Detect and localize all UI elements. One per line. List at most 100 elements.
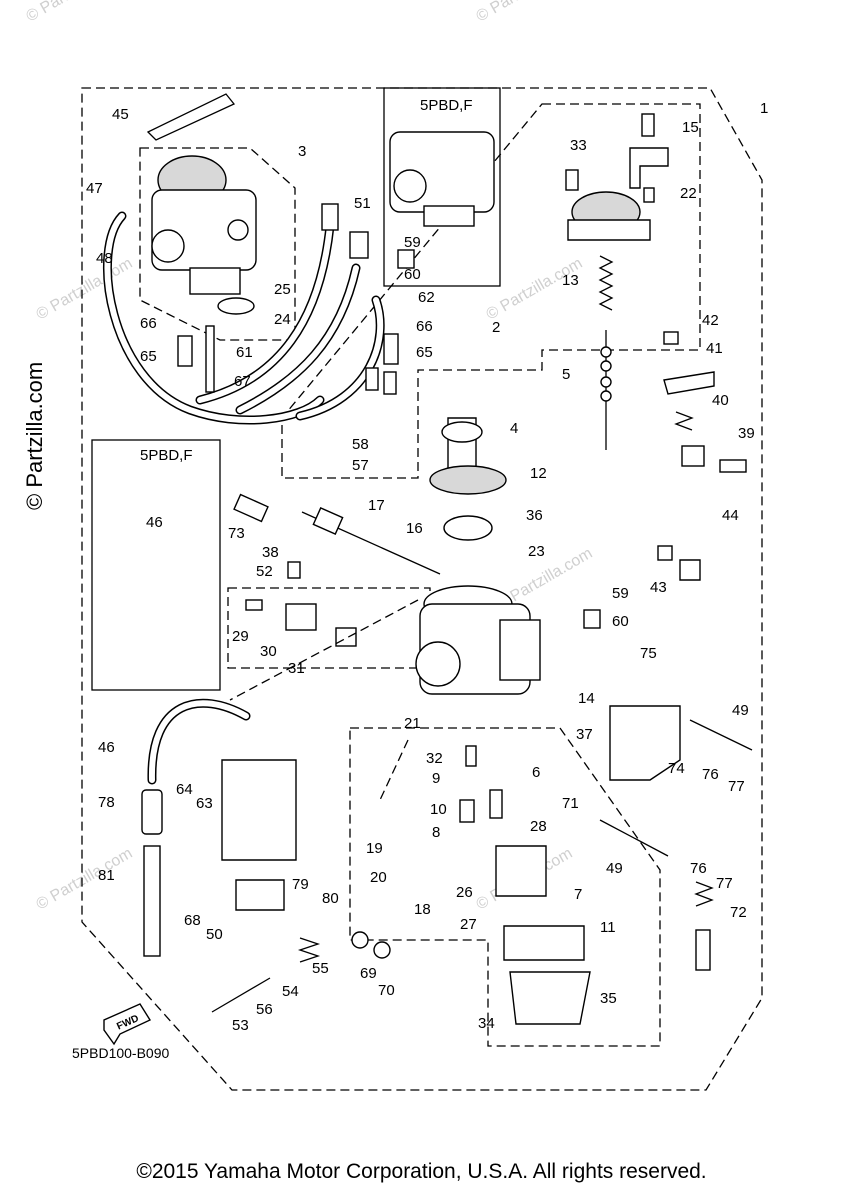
callout-19: 19 xyxy=(366,840,383,857)
callout-76: 76 xyxy=(690,860,707,877)
callout-55: 55 xyxy=(312,960,329,977)
callout-80: 80 xyxy=(322,890,339,907)
callout-66: 66 xyxy=(416,318,433,335)
callout-9: 9 xyxy=(432,770,440,787)
svg-text:© Partzilla: © Partzilla xyxy=(24,0,96,25)
callout-46: 46 xyxy=(98,739,115,756)
callout-79: 79 xyxy=(292,876,309,893)
callout-14: 14 xyxy=(578,690,595,707)
callout-44: 44 xyxy=(722,507,739,524)
svg-text:© Partzilla.com: © Partzilla.com xyxy=(34,255,136,324)
variant-inset-left-label: 5PBD,F xyxy=(140,447,193,464)
callout-51: 51 xyxy=(354,195,371,212)
carburetor-assembly-variant xyxy=(389,131,495,269)
callout-43: 43 xyxy=(650,579,667,596)
callout-1: 1 xyxy=(760,100,768,117)
callout-76: 76 xyxy=(702,766,719,783)
callout-17: 17 xyxy=(368,497,385,514)
svg-text:© Partzilla.com: © Partzilla.com xyxy=(484,255,586,324)
callout-24: 24 xyxy=(274,311,291,328)
callout-38: 38 xyxy=(262,544,279,561)
callout-60: 60 xyxy=(612,613,629,630)
callout-32: 32 xyxy=(426,750,443,767)
callout-12: 12 xyxy=(530,465,547,482)
callout-3: 3 xyxy=(298,143,306,160)
callout-78: 78 xyxy=(98,794,115,811)
outer-assembly-boundary xyxy=(81,87,763,1091)
callout-59: 59 xyxy=(404,234,421,251)
throttle-spring xyxy=(598,255,614,311)
callout-33: 33 xyxy=(570,137,587,154)
callout-66: 66 xyxy=(140,315,157,332)
callout-16: 16 xyxy=(406,520,423,537)
carburetor-assembly-small xyxy=(151,155,257,295)
svg-text:© Partzilla: © Partzilla xyxy=(474,0,546,25)
filter-78 xyxy=(141,789,163,835)
callout-45: 45 xyxy=(112,106,129,123)
callout-30: 30 xyxy=(260,643,277,660)
callout-71: 71 xyxy=(562,795,579,812)
callout-37: 37 xyxy=(576,726,593,743)
callout-28: 28 xyxy=(530,818,547,835)
callout-57: 57 xyxy=(352,457,369,474)
callout-41: 41 xyxy=(706,340,723,357)
callout-81: 81 xyxy=(98,867,115,884)
callout-63: 63 xyxy=(196,795,213,812)
variant-inset-left xyxy=(91,439,221,691)
callout-50: 50 xyxy=(206,926,223,943)
diagram-code: 5PBD100-B090 xyxy=(72,1045,170,1061)
callout-10: 10 xyxy=(430,801,447,818)
callout-46: 46 xyxy=(146,514,163,531)
callout-6: 6 xyxy=(532,764,540,781)
callout-56: 56 xyxy=(256,1001,273,1018)
callout-26: 26 xyxy=(456,884,473,901)
callout-65: 65 xyxy=(416,344,433,361)
callout-20: 20 xyxy=(370,869,387,886)
callout-48: 48 xyxy=(96,250,113,267)
callout-25: 25 xyxy=(274,281,291,298)
copyright-notice: ©2015 Yamaha Motor Corporation, U.S.A. A… xyxy=(136,1160,707,1183)
callout-29: 29 xyxy=(232,628,249,645)
callout-61: 61 xyxy=(236,344,253,361)
callout-22: 22 xyxy=(680,185,697,202)
group-2-boundary xyxy=(281,103,701,479)
parts-layer xyxy=(102,93,753,1025)
callout-42: 42 xyxy=(702,312,719,329)
callout-74: 74 xyxy=(668,760,685,777)
callout-18: 18 xyxy=(414,901,431,918)
callout-49: 49 xyxy=(606,860,623,877)
callout-64: 64 xyxy=(176,781,193,798)
callout-40: 40 xyxy=(712,392,729,409)
variant-inset-top xyxy=(383,87,501,287)
callout-77: 77 xyxy=(716,875,733,892)
callout-layer: 1234567891011121314151617181920212223242… xyxy=(86,100,768,1034)
callout-11: 11 xyxy=(600,919,616,936)
callout-2: 2 xyxy=(492,319,500,336)
callout-7: 7 xyxy=(574,886,582,903)
callout-23: 23 xyxy=(528,543,545,560)
callout-72: 72 xyxy=(730,904,747,921)
callout-60: 60 xyxy=(404,266,421,283)
callout-36: 36 xyxy=(526,507,543,524)
callout-34: 34 xyxy=(478,1015,495,1032)
callout-68: 68 xyxy=(184,912,201,929)
callout-13: 13 xyxy=(562,272,579,289)
callout-59: 59 xyxy=(612,585,629,602)
callout-27: 27 xyxy=(460,916,477,933)
callout-70: 70 xyxy=(378,982,395,999)
callout-35: 35 xyxy=(600,990,617,1007)
svg-text:© Partzilla.com: © Partzilla.com xyxy=(34,845,136,914)
callout-21: 21 xyxy=(404,715,421,732)
callout-65: 65 xyxy=(140,348,157,365)
callout-77: 77 xyxy=(728,778,745,795)
callout-4: 4 xyxy=(510,420,518,437)
callout-5: 5 xyxy=(562,366,570,383)
callout-58: 58 xyxy=(352,436,369,453)
callout-54: 54 xyxy=(282,983,299,1000)
callout-53: 53 xyxy=(232,1017,249,1034)
callout-8: 8 xyxy=(432,824,440,841)
background-watermarks: © Partzilla © Partzilla © Partzilla.com … xyxy=(24,0,596,913)
callout-52: 52 xyxy=(256,563,273,580)
variant-inset-top-label: 5PBD,F xyxy=(420,97,473,114)
